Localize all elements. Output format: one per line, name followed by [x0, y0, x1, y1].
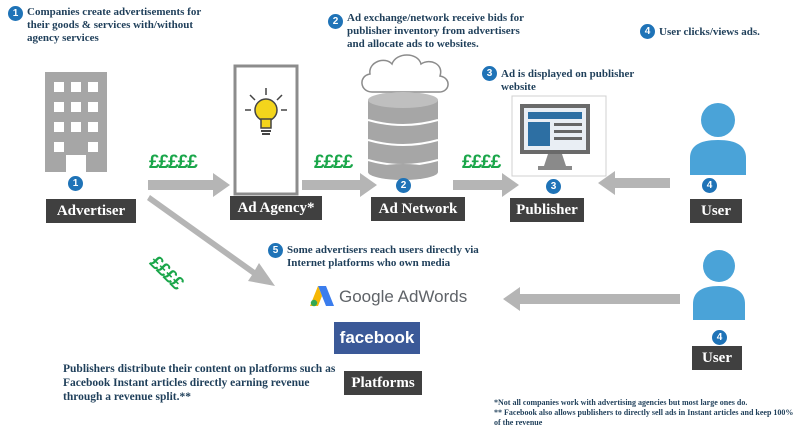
ad-network-badge: 2 [396, 178, 411, 193]
money-agency-network: ££££ [314, 152, 353, 173]
user-top-label: User [690, 199, 742, 223]
publisher-note: Publishers distribute their content on p… [63, 363, 336, 403]
lightbulb-icon [233, 64, 299, 196]
building-icon [45, 72, 107, 172]
user-icon [672, 96, 766, 192]
platforms-label: Platforms [344, 371, 422, 395]
user-top-badge: 4 [702, 178, 717, 193]
step-3-badge: 3 [482, 66, 497, 81]
step-2-badge: 2 [328, 14, 343, 29]
advertiser-label: Advertiser [46, 199, 136, 223]
footnote-2: ** Facebook also allows publishers to di… [494, 408, 794, 427]
ad-agency-label: Ad Agency* [230, 196, 322, 220]
user-bottom-badge: 4 [712, 330, 727, 345]
advertiser-badge: 1 [68, 176, 83, 191]
cloud-icon [361, 54, 449, 93]
publisher-label: Publisher [510, 198, 584, 222]
flow-arrows [147, 171, 680, 311]
server-stack-icon [367, 92, 439, 180]
step-4-text: User clicks/views ads. [659, 26, 760, 38]
step-4-badge: 4 [640, 24, 655, 39]
monitor-icon [511, 95, 607, 177]
facebook-logo: facebook [334, 322, 420, 354]
user-icon [680, 246, 764, 340]
user-bottom-label: User [692, 346, 742, 370]
step-3-text: Ad is displayed on publisher website [501, 68, 635, 93]
step-2-text: Ad exchange/network receive bids for pub… [347, 12, 524, 50]
publisher-badge: 3 [546, 179, 561, 194]
money-network-publisher: ££££ [462, 152, 501, 173]
step-1-badge: 1 [8, 6, 23, 21]
step-5-badge: 5 [268, 243, 283, 258]
google-adwords-text: Google AdWords [339, 287, 468, 306]
footnote-1: *Not all companies work with advertising… [494, 398, 748, 407]
step-5-text: Some advertisers reach users directly vi… [287, 244, 479, 269]
step-1-text: Companies create advertisements for thei… [27, 6, 202, 44]
google-adwords-logo [310, 286, 334, 307]
ad-network-label: Ad Network [371, 197, 465, 221]
money-advertiser-agency: £££££ [149, 152, 198, 173]
